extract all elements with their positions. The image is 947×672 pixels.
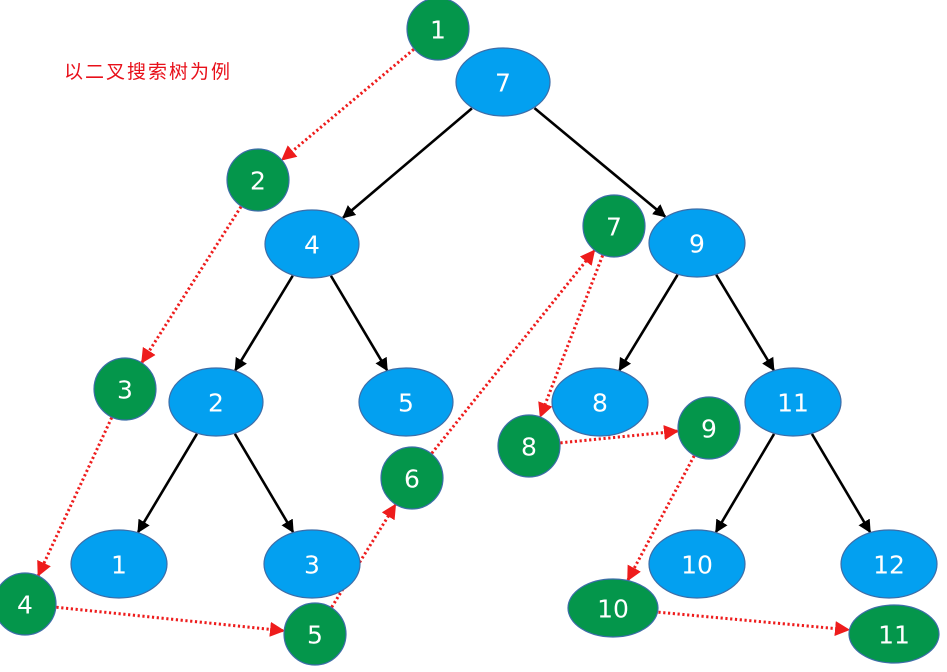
caption-title: 以二叉搜索树为例 xyxy=(64,61,233,83)
traversal-edge-o2-to-o3 xyxy=(140,205,243,364)
traversal-step-label: 2 xyxy=(250,167,266,196)
traversal-edge-o4-to-o5 xyxy=(56,605,286,637)
tree-node-9: 9 xyxy=(648,208,746,278)
traversal-step-1: 1 xyxy=(406,0,470,61)
tree-node-label: 4 xyxy=(304,231,320,260)
tree-edge-t2-to-t3 xyxy=(233,433,295,534)
tree-edge-t9-to-t8 xyxy=(618,274,679,372)
tree-edge-t11-to-t12 xyxy=(810,433,872,534)
tree-node-shape xyxy=(840,529,938,599)
traversal-edge-o9-to-o10 xyxy=(626,455,696,582)
tree-node-shape xyxy=(455,47,551,117)
traversal-step-2: 2 xyxy=(226,148,290,212)
tree-node-label: 9 xyxy=(689,230,705,259)
traversal-step-label: 3 xyxy=(117,376,133,405)
tree-node-label: 8 xyxy=(592,389,608,418)
traversal-step-shape xyxy=(582,194,646,258)
tree-node-label: 1 xyxy=(111,551,127,580)
traversal-step-shape xyxy=(0,572,57,636)
tree-node-4: 4 xyxy=(264,209,360,279)
traversal-step-shape xyxy=(677,396,741,460)
tree-node-label: 2 xyxy=(208,389,224,418)
tree-node-label: 12 xyxy=(873,551,905,580)
tree-edge-t4-to-t5 xyxy=(329,275,389,372)
tree-node-shape xyxy=(70,529,168,599)
traversal-step-shape xyxy=(93,357,157,421)
tree-node-shape xyxy=(168,367,264,437)
traversal-step-label: 11 xyxy=(878,621,910,650)
tree-node-shape xyxy=(358,367,454,437)
traversal-step-shape xyxy=(848,604,940,664)
tree-node-12: 12 xyxy=(840,529,938,599)
tree-node-10: 10 xyxy=(648,529,746,599)
tree-edge-t7-to-t9 xyxy=(533,107,667,218)
traversal-step-8: 8 xyxy=(497,414,561,478)
tree-node-shape xyxy=(551,367,649,437)
tree-node-label: 3 xyxy=(304,551,320,580)
tree-node-shape xyxy=(744,367,842,437)
traversal-step-4: 4 xyxy=(0,572,57,636)
tree-node-8: 8 xyxy=(551,367,649,437)
traversal-step-3: 3 xyxy=(93,357,157,421)
traversal-step-9: 9 xyxy=(677,396,741,460)
traversal-edge-o10-to-o11 xyxy=(658,610,851,637)
tree-edge-t2-to-t1 xyxy=(137,433,199,534)
traversal-step-label: 5 xyxy=(307,621,323,650)
traversal-step-5: 5 xyxy=(283,602,347,666)
tree-node-7: 7 xyxy=(455,47,551,117)
traversal-step-11: 11 xyxy=(848,604,940,664)
traversal-step-label: 10 xyxy=(597,595,629,624)
tree-edge-t11-to-t10 xyxy=(714,433,776,534)
traversal-step-label: 8 xyxy=(521,433,537,462)
traversal-step-10: 10 xyxy=(567,578,659,638)
traversal-edge-o8-to-o9 xyxy=(560,425,680,445)
tree-node-label: 5 xyxy=(398,389,414,418)
traversal-step-6: 6 xyxy=(380,446,444,510)
tree-node-2: 2 xyxy=(168,367,264,437)
traversal-step-7: 7 xyxy=(582,194,646,258)
tree-edge-t4-to-t2 xyxy=(234,275,294,372)
tree-node-11: 11 xyxy=(744,367,842,437)
tree-node-5: 5 xyxy=(358,367,454,437)
tree-node-shape xyxy=(648,208,746,278)
traversal-edge-o6-to-o7 xyxy=(430,249,596,455)
traversal-step-label: 9 xyxy=(701,415,717,444)
traversal-edge-o1-to-o2 xyxy=(281,48,415,161)
tree-node-1: 1 xyxy=(70,529,168,599)
tree-edges xyxy=(137,107,872,534)
tree-edge-t7-to-t4 xyxy=(342,107,473,219)
tree-node-label: 11 xyxy=(777,389,809,418)
traversal-step-shape xyxy=(226,148,290,212)
tree-node-shape xyxy=(264,209,360,279)
traversal-step-shape xyxy=(283,602,347,666)
traversal-step-label: 7 xyxy=(606,213,622,242)
traversal-step-shape xyxy=(380,446,444,510)
tree-edge-t9-to-t11 xyxy=(715,274,775,372)
traversal-edge-o3-to-o4 xyxy=(36,417,114,577)
traversal-step-shape xyxy=(497,414,561,478)
tree-node-label: 7 xyxy=(495,69,511,98)
traversal-step-label: 1 xyxy=(430,16,446,45)
traversal-step-label: 6 xyxy=(404,465,420,494)
traversal-step-shape xyxy=(406,0,470,61)
traversal-step-label: 4 xyxy=(17,591,33,620)
tree-node-shape xyxy=(648,529,746,599)
tree-node-label: 10 xyxy=(681,551,713,580)
tree-node-3: 3 xyxy=(263,529,361,599)
traversal-step-shape xyxy=(567,578,659,638)
tree-node-shape xyxy=(263,529,361,599)
